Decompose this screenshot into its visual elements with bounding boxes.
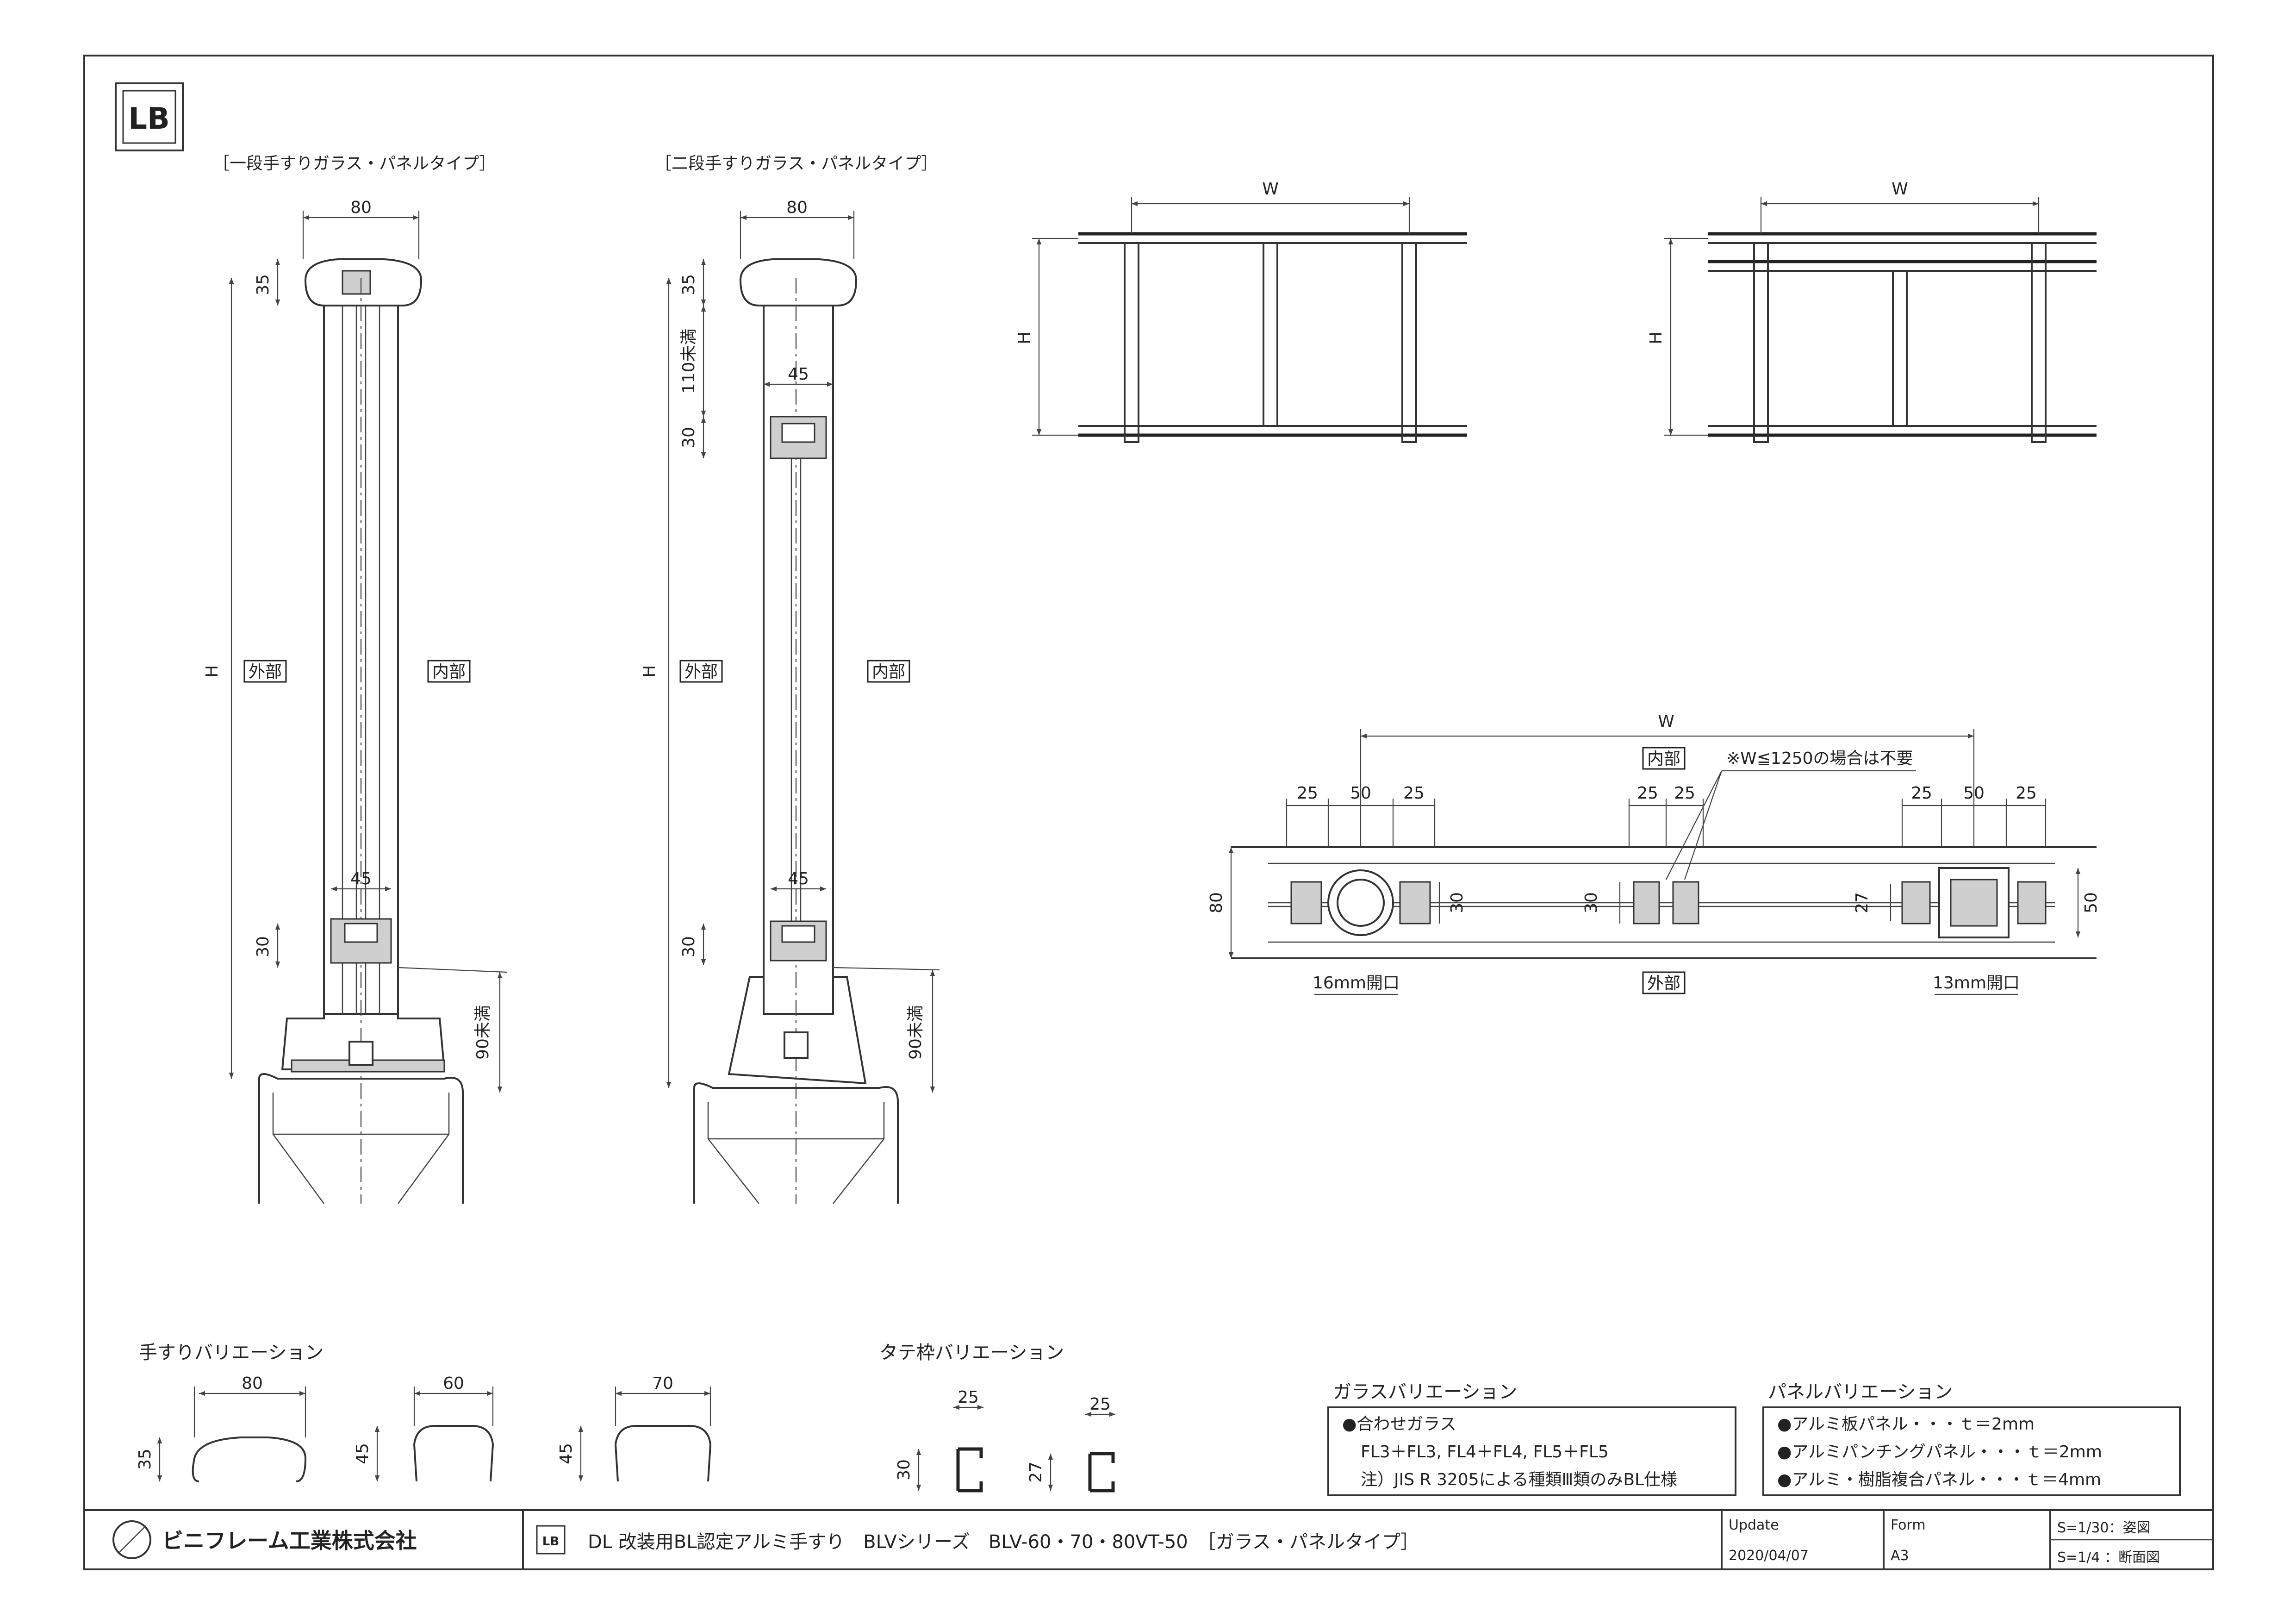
scale-2: S=1/4 ：断面図 [2057,1549,2160,1566]
pv2-w: 25 [1089,1395,1111,1414]
hr3-w: 70 [652,1374,673,1393]
elevation-double: W H [1647,180,2097,443]
plan-h-80: 80 [1207,892,1226,913]
handrail-variation: 手すりバリエーション 80 35 60 45 70 45 [136,1342,712,1482]
plan-dim-r1: 25 [1911,784,1932,803]
panel-line-2: ●アルミパンチングパネル・・・ｔ＝2mm [1777,1443,2102,1462]
plan-dim-m2: 25 [1674,784,1695,803]
panel-line-3: ●アルミ・樹脂複合パネル・・・ｔ＝4mm [1777,1470,2101,1489]
title-logo-text: LB [542,1535,559,1549]
elev-single-w: W [1262,180,1279,199]
plan-h-50: 50 [2082,892,2101,913]
pv1-w: 25 [958,1388,979,1407]
drawing-title: DL 改装用BL認定アルミ手すり BLVシリーズ BLV-60・70・80VT-… [588,1531,1419,1553]
plan-h-27: 27 [1853,892,1872,913]
plan-section: W 内部 ※W≦1250の場合は不要 外部 25 50 25 25 25 25 … [1207,712,2101,995]
glass-line-1: ●合わせガラス [1342,1415,1456,1434]
single-inside-label: 内部 [432,662,466,681]
update-value: 2020/04/07 [1729,1548,1809,1564]
single-dim-80: 80 [350,198,372,217]
elev-double-h: H [1647,331,1666,344]
glass-variation: ガラスバリエーション ●合わせガラス FL3＋FL3, FL4＋FL4, FL5… [1327,1381,1736,1496]
double-inside-label: 内部 [872,662,905,681]
double-dim-35: 35 [679,274,698,295]
glass-variation-title: ガラスバリエーション [1333,1381,1517,1403]
update-label: Update [1729,1517,1779,1533]
hr1-h: 35 [136,1449,155,1470]
form-value: A3 [1891,1548,1909,1564]
single-dim-35: 35 [254,274,273,295]
single-dim-90: 90未満 [473,1005,492,1060]
post-variation: タテ枠バリエーション 25 30 25 27 [879,1342,1115,1493]
hr1-w: 80 [242,1374,263,1393]
plan-note: ※W≦1250の場合は不要 [1726,749,1913,768]
post-variation-title: タテ枠バリエーション [879,1342,1064,1363]
plan-inside-label: 内部 [1647,750,1680,768]
panel-variation: パネルバリエーション ●アルミ板パネル・・・ｔ＝2mm ●アルミパンチングパネル… [1762,1381,2181,1496]
glass-line-2: FL3＋FL3, FL4＋FL4, FL5＋FL5 [1361,1443,1609,1462]
corner-logo: LB [115,82,184,151]
double-dim-30-bottom: 30 [679,936,698,957]
plan-h-30a: 30 [1448,892,1467,913]
section-double-title: ［二段手すりガラス・パネルタイプ］ [655,154,938,173]
plan-dim-l2: 50 [1350,784,1371,803]
plan-open-16: 16mm開口 [1313,974,1400,993]
plan-w: W [1658,712,1674,731]
plan-dim-m1: 25 [1637,784,1658,803]
plan-h-30b: 30 [1582,892,1601,913]
panel-line-1: ●アルミ板パネル・・・ｔ＝2mm [1777,1415,2035,1434]
handrail-variation-title: 手すりバリエーション [139,1342,324,1363]
company-name: ビニフレーム工業株式会社 [162,1528,417,1553]
section-single-handrail: ［一段手すりガラス・パネルタイプ］ 80 35 45 30 [203,154,507,1204]
pv1-h: 30 [895,1459,914,1480]
glass-line-3: 注）JIS R 3205による種類Ⅲ類のみBL仕様 [1361,1470,1677,1489]
plan-dim-l1: 25 [1297,784,1318,803]
pv2-h: 27 [1027,1462,1045,1483]
plan-dim-r2: 50 [1963,784,1985,803]
double-dim-45-bottom: 45 [788,869,809,888]
double-dim-h: H [640,665,659,677]
hr2-h: 45 [353,1443,372,1464]
title-block: ビニフレーム工業株式会社 LB DL 改装用BL認定アルミ手すり BLVシリーズ… [84,1509,2213,1569]
double-dim-45-top: 45 [788,365,809,384]
double-outside-label: 外部 [684,662,718,681]
double-dim-90: 90未満 [906,1005,925,1060]
double-dim-80: 80 [786,198,808,217]
form-label: Form [1891,1517,1926,1533]
single-dim-h: H [203,665,222,677]
scale-1: S=1/30：姿図 [2057,1520,2151,1536]
double-dim-30-top: 30 [679,427,698,448]
single-dim-30: 30 [254,936,273,957]
plan-outside-label: 外部 [1647,974,1680,993]
double-dim-110: 110未満 [679,329,698,394]
elevation-single: W H [1015,180,1467,443]
section-double-handrail: ［二段手すりガラス・パネルタイプ］ 80 35 110未満 45 30 45 [640,154,940,1204]
plan-dim-r3: 25 [2016,784,2037,803]
section-single-title: ［一段手すりガラス・パネルタイプ］ [213,154,496,173]
hr3-h: 45 [557,1443,576,1464]
elev-double-w: W [1892,180,1908,199]
plan-open-13: 13mm開口 [1933,974,2020,993]
hr2-w: 60 [443,1374,464,1393]
single-outside-label: 外部 [249,662,282,681]
sheet-border [83,55,2214,1570]
corner-logo-text: LB [128,102,170,136]
plan-dim-l3: 25 [1403,784,1425,803]
elev-single-h: H [1015,331,1034,344]
panel-variation-title: パネルバリエーション [1768,1381,1953,1403]
title-logo: LB [536,1525,566,1555]
single-dim-45: 45 [350,869,372,888]
